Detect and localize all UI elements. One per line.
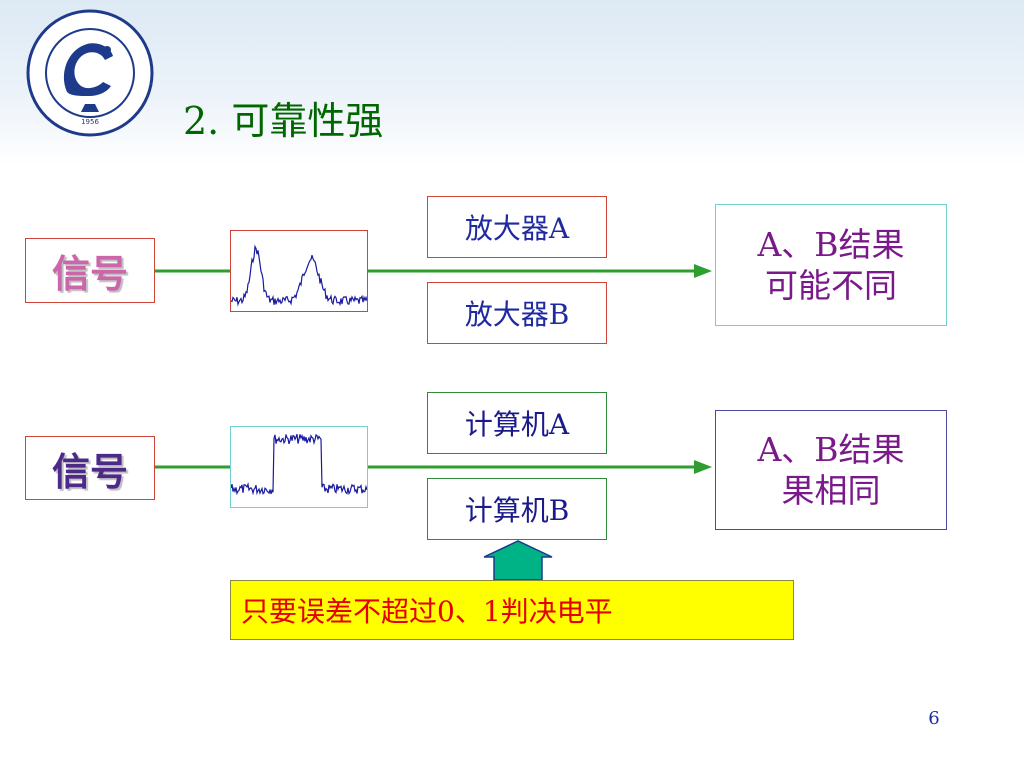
computer-b-box: 计算机B (427, 478, 607, 540)
computer-a-label: 计算机A (464, 408, 570, 441)
result-row1-line1: A、B结果 (757, 224, 905, 264)
signal-box-row1: 信号 (25, 238, 155, 303)
result-row1-line2: 可能不同 (765, 266, 897, 305)
result-row2-line2: 果相同 (781, 471, 881, 510)
amplifier-b-box: 放大器B (427, 282, 607, 344)
signal-box-row2: 信号 (25, 436, 155, 500)
signal-label-row2: 信号 (51, 448, 128, 494)
digital-waveform (230, 433, 368, 496)
result-box-row1: A、B结果 可能不同 (715, 204, 947, 326)
digital-waveform-box (230, 426, 368, 508)
analog-waveform (230, 244, 368, 307)
university-seal-logo: 1956 (26, 9, 154, 137)
amplifier-b-label: 放大器B (464, 298, 570, 331)
signal-label-row1: 信号 (51, 251, 128, 296)
arrow-row1 (155, 264, 712, 278)
analog-waveform-box (230, 230, 368, 312)
up-arrow (483, 540, 553, 581)
page-number: 6 (928, 708, 940, 729)
result-row2-line1: A、B结果 (757, 429, 905, 469)
seal-year: 1956 (81, 118, 99, 126)
amplifier-a-label: 放大器A (464, 212, 570, 245)
amplifier-a-box: 放大器A (427, 196, 607, 258)
threshold-note-text: 只要误差不超过0、1判决电平 (241, 595, 613, 628)
threshold-note: 只要误差不超过0、1判决电平 (230, 580, 794, 640)
computer-a-box: 计算机A (427, 392, 607, 454)
header-band (0, 0, 1024, 165)
slide-title: 2. 可靠性强 (183, 99, 384, 143)
computer-b-label: 计算机B (464, 494, 570, 527)
arrow-row2 (155, 460, 712, 474)
result-box-row2: A、B结果 果相同 (715, 410, 947, 530)
